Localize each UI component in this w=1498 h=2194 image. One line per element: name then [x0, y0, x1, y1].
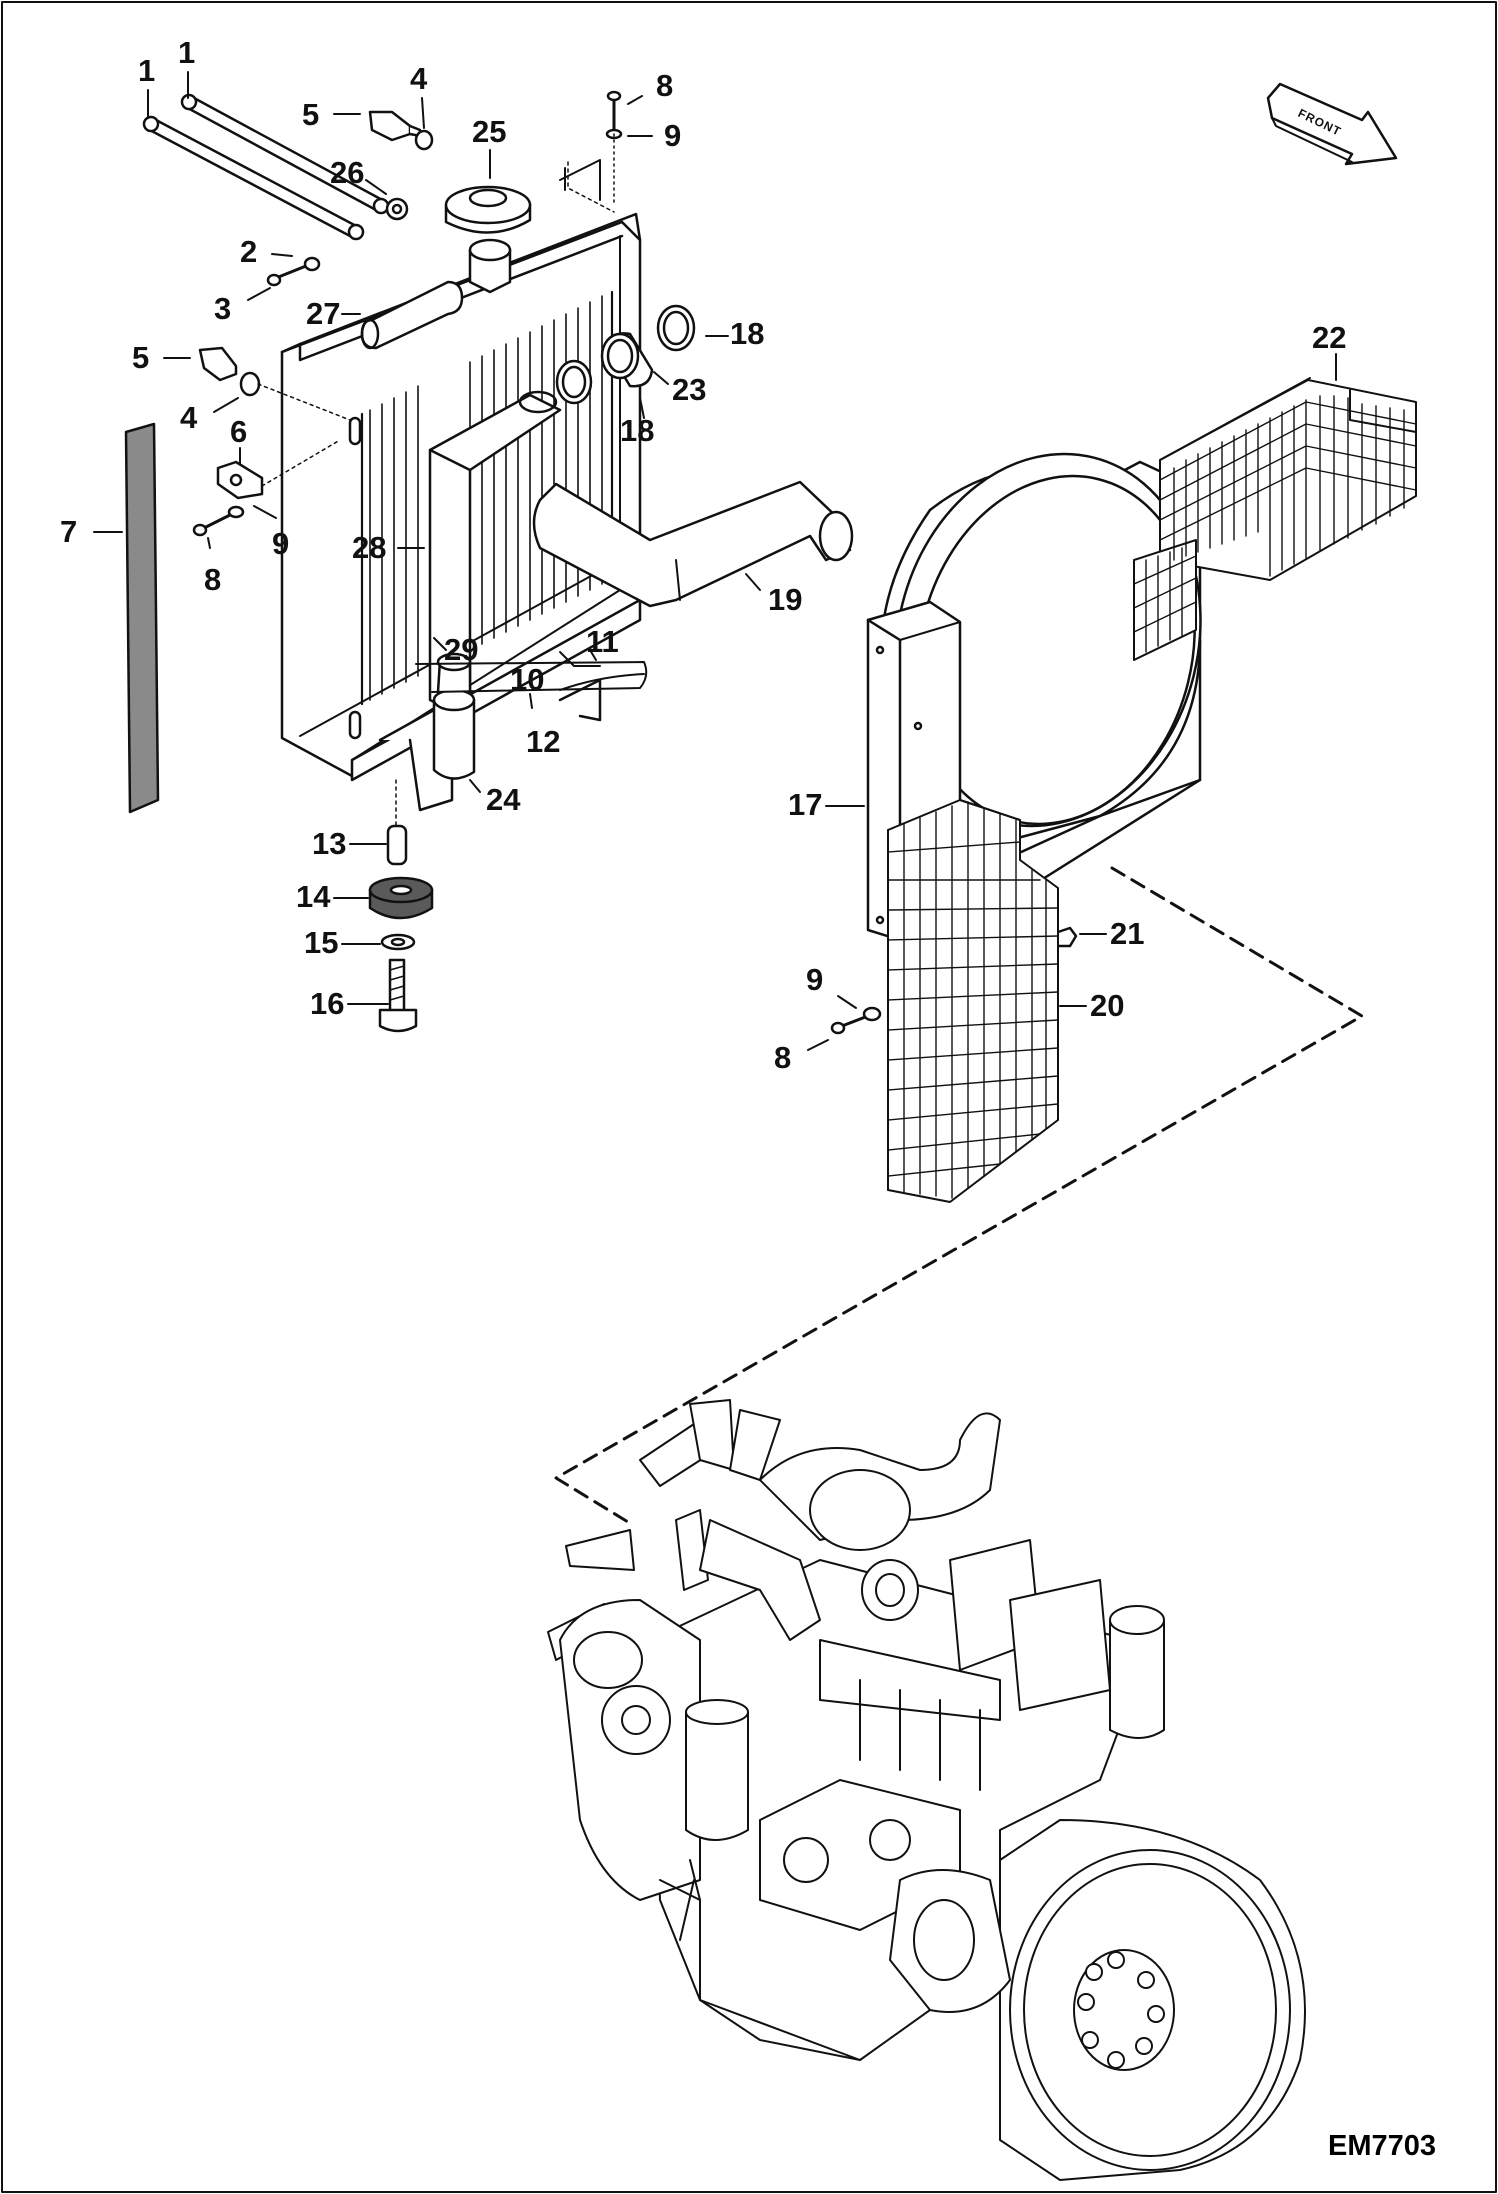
drain-cock-side — [198, 346, 351, 421]
callout-2: 2 — [240, 234, 258, 269]
callout-1-b: 1 — [178, 35, 196, 70]
callout-7: 7 — [60, 514, 78, 549]
callout-24: 24 — [486, 782, 521, 817]
engine-illustration — [547, 1399, 1306, 2181]
lower-hose — [532, 480, 852, 608]
callout-6: 6 — [230, 414, 248, 449]
callout-26: 26 — [330, 155, 365, 190]
callout-22: 22 — [1312, 320, 1347, 355]
callout-17: 17 — [788, 787, 823, 822]
callout-20: 20 — [1090, 988, 1125, 1023]
fan-guard-lower — [887, 799, 1059, 1203]
callout-23: 23 — [672, 372, 707, 407]
drawing-code: EM7703 — [1328, 2130, 1437, 2162]
callout-3: 3 — [214, 291, 232, 326]
callout-12: 12 — [526, 724, 561, 759]
callout-5-a: 5 — [302, 97, 320, 132]
callout-25: 25 — [472, 114, 507, 149]
callout-9-a: 9 — [664, 118, 682, 153]
rubber-mount-stack — [368, 779, 434, 1033]
guide-line — [554, 866, 1364, 1524]
temperature-sender-top — [368, 110, 434, 151]
fan-guard-upper — [1133, 377, 1417, 661]
callout-18-b: 18 — [620, 413, 655, 448]
callout-28: 28 — [352, 530, 387, 565]
hose-clamps — [555, 304, 696, 405]
callout-10: 10 — [510, 662, 545, 697]
callout-19: 19 — [768, 582, 803, 617]
front-direction-arrow — [1266, 82, 1398, 166]
lower-pipe — [432, 652, 476, 780]
callout-4-b: 4 — [180, 400, 198, 435]
callout-9-c: 9 — [806, 962, 824, 997]
support-rods — [142, 93, 409, 241]
bolt-washer-left — [266, 256, 321, 287]
callout-1-a: 1 — [138, 53, 156, 88]
callout-8-b: 8 — [204, 562, 222, 597]
callout-21: 21 — [1110, 916, 1145, 951]
radiator-assembly — [280, 90, 642, 812]
callout-4-a: 4 — [410, 61, 428, 96]
callout-14: 14 — [296, 879, 331, 914]
callout-5-b: 5 — [132, 340, 150, 375]
callout-8-a: 8 — [656, 68, 674, 103]
callout-15: 15 — [304, 925, 339, 960]
callout-27: 27 — [306, 296, 341, 331]
callout-8-c: 8 — [774, 1040, 792, 1075]
callout-9-b: 9 — [272, 526, 290, 561]
callout-13: 13 — [312, 826, 347, 861]
seal-strip — [124, 422, 160, 814]
mount-bracket-side — [192, 439, 341, 537]
callout-16: 16 — [310, 986, 345, 1021]
callout-29: 29 — [444, 632, 479, 667]
callout-18-a: 18 — [730, 316, 765, 351]
